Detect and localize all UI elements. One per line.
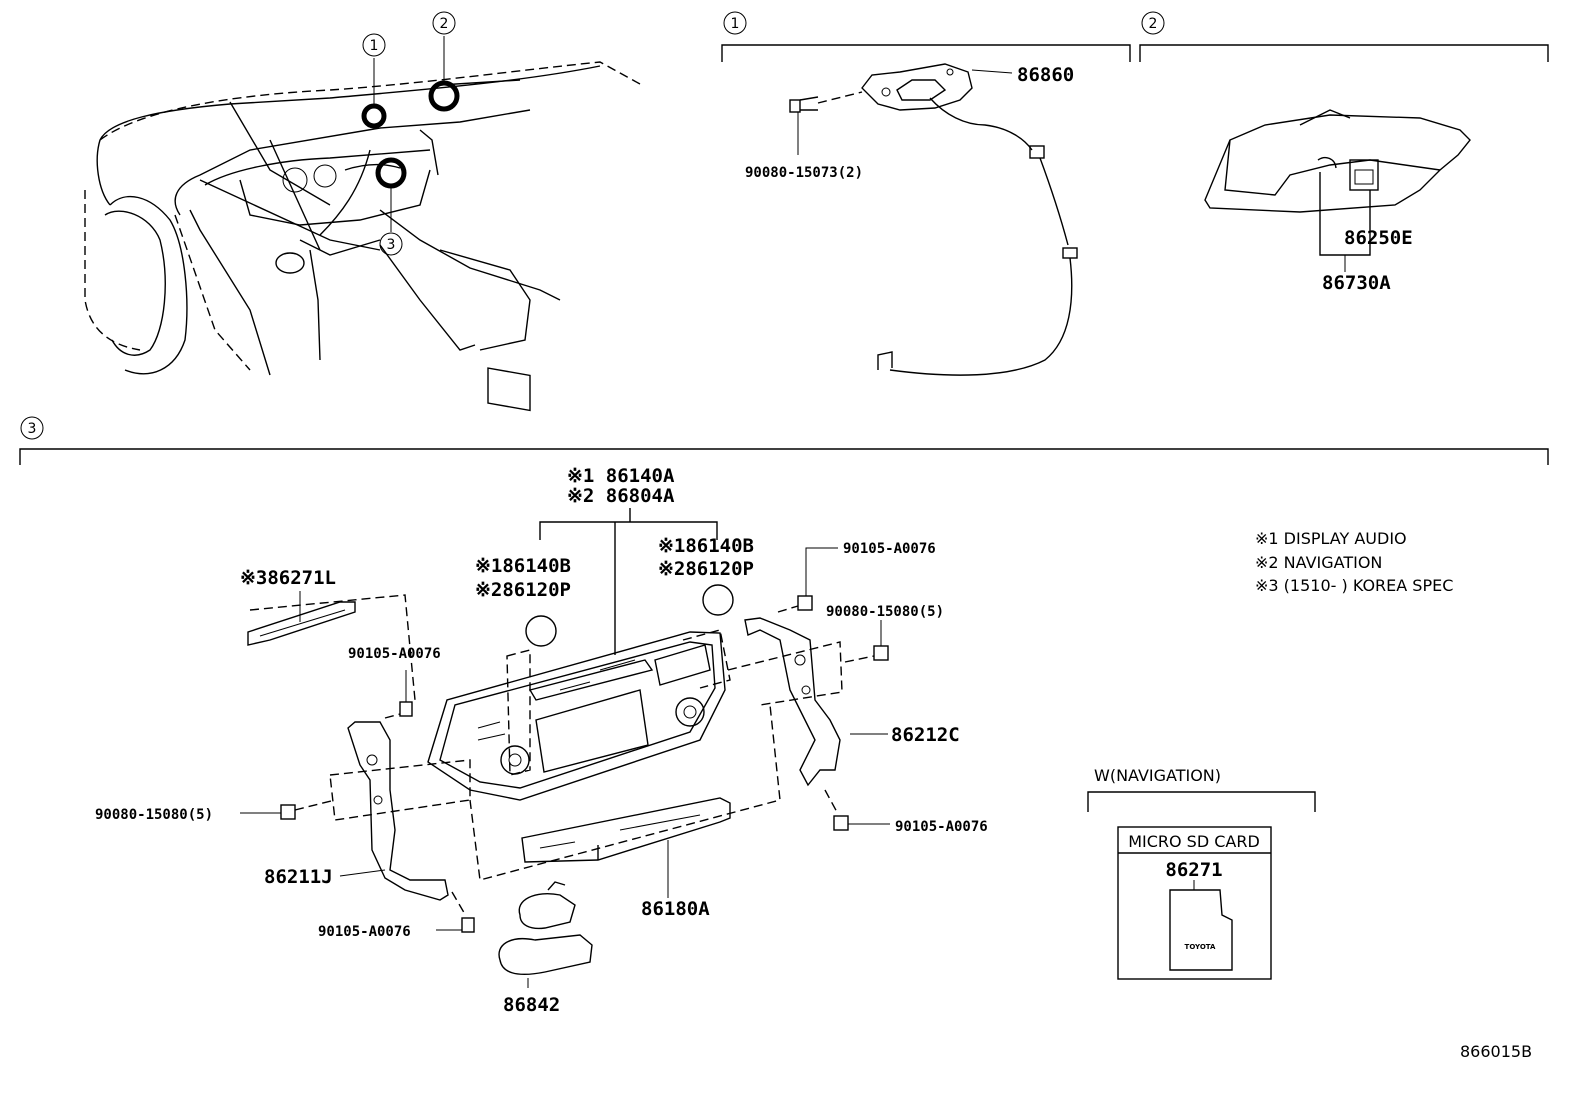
part-86271: 86271 <box>1165 859 1222 881</box>
svg-text:1: 1 <box>370 38 379 54</box>
svg-text:2: 2 <box>440 16 449 32</box>
part-86860: 86860 <box>1017 64 1074 86</box>
part-86140A: ※1 86140A <box>567 465 675 487</box>
part-86842: 86842 <box>503 994 560 1016</box>
sd-card-box-title: MICRO SD CARD <box>1128 832 1260 851</box>
part-86271L: ※386271L <box>240 567 336 589</box>
section-1: 1 86860 90080-15073(2) <box>721 11 1131 376</box>
part-86271L-shape <box>247 591 356 646</box>
bolt-left <box>240 799 336 820</box>
section-2: 2 86250E 86730A <box>1139 11 1549 294</box>
legend-note-3: ※3 (1510- ) KOREA SPEC <box>1255 576 1453 595</box>
navigation-inset: W(NAVIGATION) MICRO SD CARD 86271 TOYOTA <box>1087 766 1316 980</box>
part-90080-15080-a: 90080-15080(5) <box>826 604 944 620</box>
part-86180A: 86180A <box>641 898 710 920</box>
part-86804A: ※2 86804A <box>567 485 675 507</box>
part-86250E: 86250E <box>1344 227 1413 249</box>
part-90105-A0076-c: 90105-A0076 <box>895 819 988 835</box>
dashboard-illustration <box>84 36 641 412</box>
location-marker-3 <box>375 157 407 189</box>
location-marker-1 <box>361 103 387 129</box>
knob-right <box>702 584 734 616</box>
svg-text:1: 1 <box>731 16 740 32</box>
screw-right-bottom <box>824 789 890 831</box>
screw-bottom-left <box>436 891 475 933</box>
harness-86842 <box>498 881 593 988</box>
navigation-label: W(NAVIGATION) <box>1094 766 1221 785</box>
svg-text:2: 2 <box>1149 16 1158 32</box>
svg-text:3: 3 <box>28 421 37 437</box>
toyota-logo-text: TOYOTA <box>1185 943 1216 951</box>
part-86730A: 86730A <box>1322 272 1391 294</box>
screw-top-right <box>777 547 838 613</box>
part-86211J: 86211J <box>264 866 333 888</box>
screw-top-left <box>384 670 413 719</box>
unit-86180A <box>521 797 731 863</box>
part-86140B-left: ※186140B <box>475 555 571 577</box>
part-86120P-right: ※286120P <box>658 558 754 580</box>
callout-2: 2 <box>432 11 456 35</box>
section-3: 3 <box>19 416 1549 1016</box>
bracket-86211J <box>347 721 449 901</box>
knob-left <box>525 615 557 647</box>
part-90105-A0076-a: 90105-A0076 <box>348 646 441 662</box>
bracket-86212C <box>744 617 841 787</box>
legend-note-1: ※1 DISPLAY AUDIO <box>1255 529 1407 548</box>
svg-text:3: 3 <box>387 237 396 253</box>
part-86120P-left: ※286120P <box>475 579 571 601</box>
callout-1: 1 <box>362 33 386 57</box>
part-90105-A0076-b: 90105-A0076 <box>843 541 936 557</box>
micro-sd-card-icon <box>1169 889 1233 971</box>
part-86212C: 86212C <box>891 724 960 746</box>
diagram-code: 866015B <box>1460 1042 1532 1061</box>
callout-3: 3 <box>379 232 403 256</box>
head-unit-faceplate <box>427 631 726 801</box>
legend-note-2: ※2 NAVIGATION <box>1255 553 1382 572</box>
part-90080-15073: 90080-15073(2) <box>745 165 863 181</box>
part-90105-A0076-d: 90105-A0076 <box>318 924 411 940</box>
part-90080-15080-b: 90080-15080(5) <box>95 807 213 823</box>
bolt-right <box>844 620 889 663</box>
part-86140B-right: ※186140B <box>658 535 754 557</box>
